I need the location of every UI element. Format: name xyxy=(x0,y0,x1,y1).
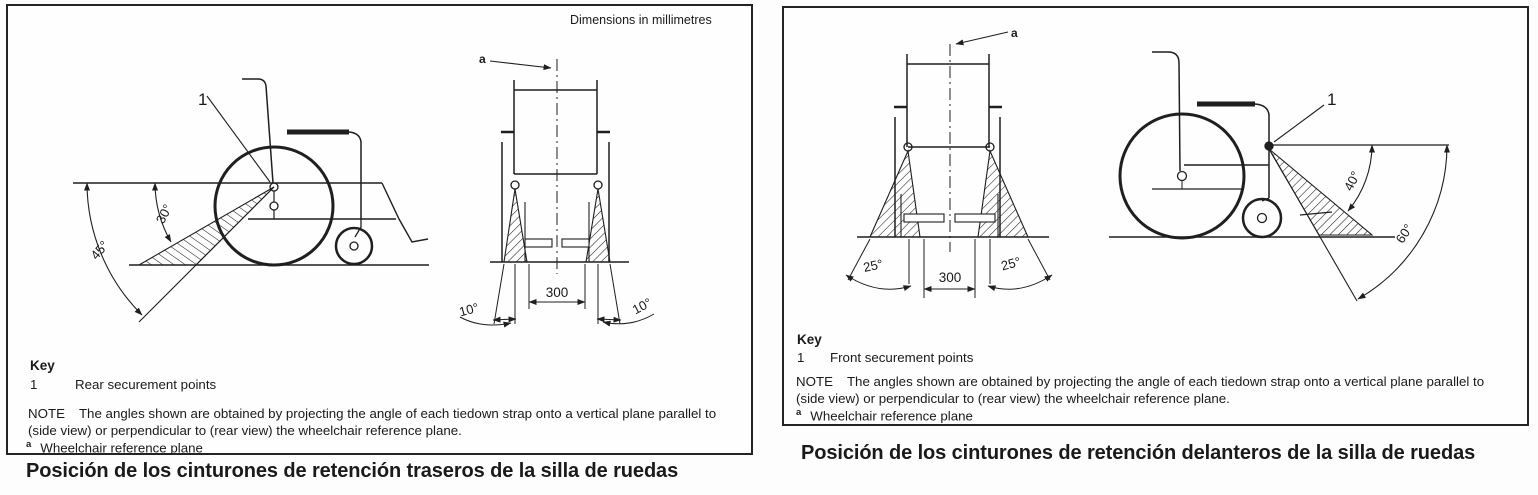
key-item-text: Front securement points xyxy=(830,350,974,365)
figure-caption-rear: Posición de los cinturones de retención … xyxy=(26,460,679,482)
rear-side-view-drawing xyxy=(73,78,429,323)
rear-wheel xyxy=(213,145,335,267)
footnote-text: Wheelchair reference plane xyxy=(40,440,203,456)
angle-30-arc xyxy=(152,182,172,243)
figure-rear-panel: 1 30° 45° a 300 10° 10° Dimensions in mi… xyxy=(6,4,753,455)
angle-25-right-arc xyxy=(987,274,1053,292)
angle-40-label: 40° xyxy=(1341,169,1363,193)
footnote-marker: a xyxy=(26,439,32,450)
point-label: 1 xyxy=(1327,90,1336,109)
angle-10-left-arc xyxy=(459,316,512,328)
securement-point-left xyxy=(510,180,520,190)
key-title: Key xyxy=(30,358,55,373)
strap-zone-hatch xyxy=(1268,148,1374,236)
footrest xyxy=(1299,211,1333,216)
angle-10-left-label: 10° xyxy=(457,300,480,320)
angle-60-label: 60° xyxy=(1393,221,1416,246)
note-label: NOTE xyxy=(796,374,833,389)
strap-zone-right xyxy=(585,188,611,263)
rear-wheel xyxy=(1118,112,1246,240)
angle-10-right-label: 10° xyxy=(630,295,654,317)
plane-label: a xyxy=(1011,26,1018,40)
strap-zone-left xyxy=(503,188,528,263)
note-text: The angles shown are obtained by project… xyxy=(28,406,717,439)
figure-caption-front: Posición de los cinturones de retención … xyxy=(801,442,1476,464)
angle-10-right-arc xyxy=(602,313,655,327)
front-front-view-drawing xyxy=(845,31,1053,298)
key-item-number: 1 xyxy=(797,350,805,365)
plane-label: a xyxy=(479,52,486,66)
point-leader xyxy=(1273,104,1325,143)
spacing-label: 300 xyxy=(939,270,962,285)
front-frame xyxy=(1254,103,1270,142)
strap-zone-right xyxy=(977,149,1029,238)
dimensions-note: Dimensions in millimetres xyxy=(570,13,712,27)
footnote: a Wheelchair reference plane xyxy=(796,407,973,423)
caster-wheel xyxy=(1241,197,1283,239)
backrest xyxy=(1152,51,1181,172)
plane-leader xyxy=(955,31,1009,46)
rear-rear-view-drawing xyxy=(459,59,655,328)
note-text: The angles shown are obtained by project… xyxy=(796,374,1485,407)
securement-point-right xyxy=(593,180,603,190)
caster-fork xyxy=(354,219,362,238)
backrest xyxy=(242,78,274,184)
angle-45-arc xyxy=(84,182,143,316)
rear-figure-drawing: 1 30° 45° a 300 10° 10° xyxy=(73,52,655,328)
axle-bar-left xyxy=(903,213,945,223)
axle-bar-left xyxy=(524,238,553,248)
caster-wheel xyxy=(334,226,374,266)
wheel-hub xyxy=(269,201,279,211)
front-figure-drawing: a 300 25° 25° 1 40° 60° xyxy=(845,26,1450,302)
note-label: NOTE xyxy=(28,406,65,421)
angle-25-left-arc xyxy=(845,274,912,292)
footnote: a Wheelchair reference plane xyxy=(26,439,203,455)
point-label: 1 xyxy=(198,90,207,109)
angle-30-label: 30° xyxy=(153,202,175,226)
angle-25-left-label: 25° xyxy=(862,256,884,275)
footrest xyxy=(381,182,429,243)
key-item: 1 Rear securement points xyxy=(30,377,216,392)
front-side-view-drawing xyxy=(1109,51,1450,302)
securement-point xyxy=(1264,141,1274,151)
axle-bar-right xyxy=(561,238,590,248)
dim-10-left xyxy=(492,316,517,323)
wheel-hub xyxy=(1176,170,1188,182)
caster-hub xyxy=(349,241,359,251)
point-leader xyxy=(206,95,271,183)
footnote-marker: a xyxy=(796,407,802,418)
key-item: 1 Front securement points xyxy=(797,350,973,365)
key-title: Key xyxy=(797,332,822,347)
key-item-text: Rear securement points xyxy=(75,377,217,392)
angle-60-arc xyxy=(1357,144,1450,300)
key-item-number: 1 xyxy=(30,377,38,392)
angle-25-right-label: 25° xyxy=(999,254,1022,274)
footnote-text: Wheelchair reference plane xyxy=(810,408,973,424)
front-frame xyxy=(348,131,362,219)
dim-10-right xyxy=(596,316,622,323)
caster-hub xyxy=(1256,212,1268,224)
axle-bar-right xyxy=(954,213,996,223)
plane-leader xyxy=(489,60,552,71)
spacing-label: 300 xyxy=(546,285,569,300)
angle-60-line xyxy=(1270,151,1358,302)
angle-45-label: 45° xyxy=(87,238,111,263)
strap-zone-hatch xyxy=(136,186,275,266)
